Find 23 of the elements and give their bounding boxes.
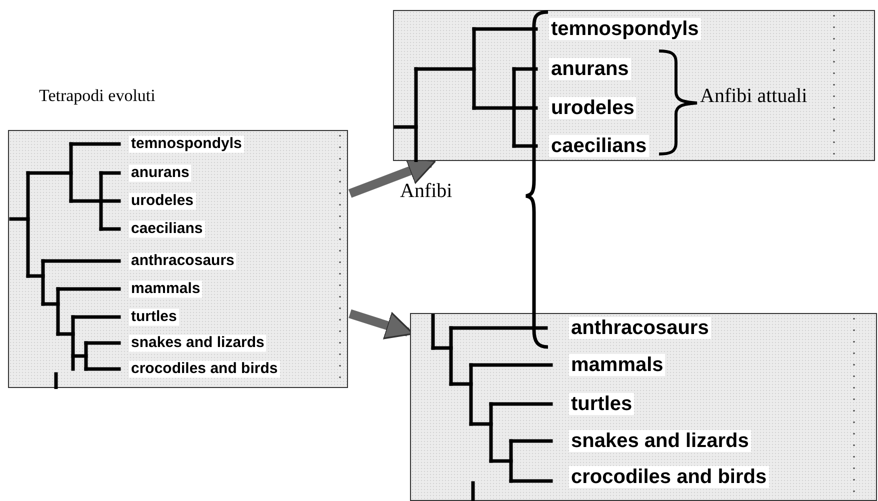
taxon-label: snakes and lizards [569,430,751,452]
taxon-label: caecilians [549,135,649,157]
taxon-label: turtles [129,308,179,326]
taxon-label: anthracosaurs [569,317,711,339]
taxon-label: anurans [129,164,192,182]
taxon-label: temnospondyls [129,136,244,152]
brace-label: Anfibi [400,180,452,203]
panel-heading: Tetrapodi evoluti [39,86,156,106]
taxon-label: turtles [569,393,634,415]
taxon-label: snakes and lizards [129,334,266,352]
taxon-label: urodeles [549,97,636,119]
cladogram-panel [410,313,877,501]
taxon-label: crocodiles and birds [569,466,769,488]
taxon-label: temnospondyls [549,18,701,40]
taxon-label: anthracosaurs [129,252,236,270]
taxon-label: anurans [549,58,631,80]
brace-label: Anfibi attuali [700,85,808,108]
taxon-label: urodeles [129,192,196,210]
taxon-label: mammals [569,354,666,376]
cladogram-panel [393,10,875,161]
taxon-label: mammals [129,280,202,298]
taxon-label: crocodiles and birds [129,360,280,378]
taxon-label: caecilians [129,220,205,238]
